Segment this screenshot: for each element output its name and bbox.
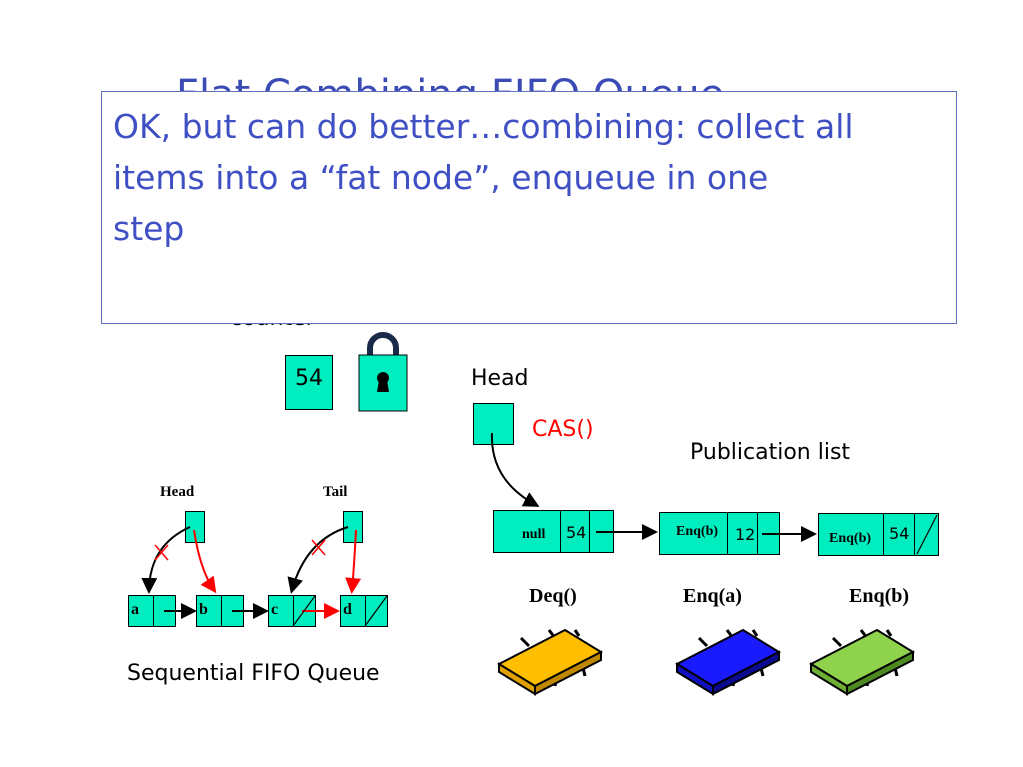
node-op: Enq(b) — [829, 531, 872, 546]
publication-node: null 54 — [493, 510, 614, 553]
processor-chip-icon — [496, 628, 604, 696]
thread-label: Enq(a) — [683, 585, 742, 607]
head-label: Head — [471, 366, 529, 391]
callout-box — [101, 91, 957, 324]
node-op: Enq(b) — [676, 524, 719, 539]
publication-node: Enq(b) 12 — [659, 512, 780, 555]
seq-head-label: Head — [160, 484, 195, 500]
publication-list-label: Publication list — [690, 440, 851, 465]
counter-value: 54 — [295, 366, 323, 391]
node-op: null — [522, 527, 546, 542]
node-value: 12 — [735, 525, 756, 544]
counter-box: 54 — [285, 355, 333, 410]
null-slash — [364, 595, 388, 627]
null-slash — [916, 514, 938, 555]
processor-chip-icon — [674, 628, 782, 696]
x-mark — [154, 544, 169, 561]
seq-head-pointer — [185, 511, 205, 543]
node-value: 54 — [889, 524, 910, 543]
seq-head-new-arrow — [193, 529, 217, 594]
node-value: 54 — [566, 523, 587, 542]
seq-tail-pointer — [343, 511, 363, 543]
seq-node: c — [268, 595, 316, 627]
x-mark — [311, 539, 326, 556]
seq-tail-new-arrow — [345, 529, 362, 594]
seq-node: d — [340, 595, 388, 627]
head-pointer-box — [473, 403, 514, 445]
sequential-queue-caption: Sequential FIFO Queue — [127, 661, 380, 686]
thread-label: Deq() — [529, 585, 577, 607]
publication-node: Enq(b) 54 — [818, 513, 939, 556]
seq-node-label: b — [199, 601, 208, 618]
seq-tail-old-arrow — [287, 526, 349, 594]
seq-tail-label: Tail — [323, 484, 348, 500]
seq-node-label: d — [343, 601, 352, 618]
seq-node-label: c — [271, 601, 279, 618]
null-slash — [292, 595, 316, 627]
thread-label: Enq(b) — [849, 585, 910, 607]
seq-node-label: a — [131, 601, 139, 618]
padlock-icon — [358, 330, 408, 412]
cas-label: CAS() — [532, 417, 594, 442]
callout-text: OK, but can do better…combining: collect… — [113, 107, 854, 248]
seq-head-old-arrow — [141, 526, 191, 594]
processor-chip-icon — [808, 628, 916, 696]
head-to-node-arrow — [490, 432, 540, 507]
